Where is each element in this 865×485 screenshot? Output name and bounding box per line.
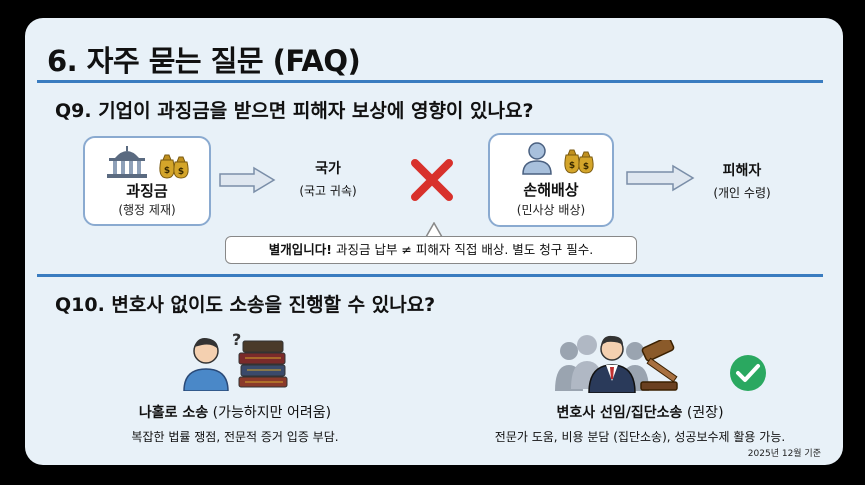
q9-question: Q9. 기업이 과징금을 받으면 피해자 보상에 영향이 있나요? — [55, 100, 534, 122]
lawyer-desc: 전문가 도움, 비용 분담 (집단소송), 성공보수제 활용 가능. — [494, 430, 786, 444]
self-litigation-block: 나홀로 소송 (가능하지만 어려움) 복잡한 법률 쟁점, 전문적 증거 입증 … — [85, 402, 385, 445]
lawyer-icon — [588, 335, 636, 393]
money-bag-icon: $ $ — [159, 154, 189, 179]
arrow-right-icon — [219, 166, 276, 194]
svg-text:?: ? — [232, 331, 241, 349]
lawyer-block: 변호사 선임/집단소송 (권장) 전문가 도움, 비용 분담 (집단소송), 성… — [445, 402, 835, 445]
q10-question: Q10. 변호사 없이도 소송을 진행할 수 있나요? — [55, 294, 436, 316]
state-label: 국가 — [315, 161, 341, 177]
title-divider — [37, 80, 823, 83]
victim-sub: (개인 수령) — [713, 186, 771, 200]
arrow-right-icon — [626, 164, 695, 192]
penalty-label: 과징금 — [126, 182, 168, 200]
callout-emphasis: 별개입니다! — [268, 242, 332, 257]
victim-text: 피해자 (개인 수령) — [697, 160, 787, 201]
svg-text:$: $ — [164, 166, 170, 176]
lawyer-title-row: 변호사 선임/집단소송 (권장) — [445, 402, 835, 422]
check-circle-icon — [730, 355, 766, 391]
damages-box: $ $ 손해배상 (민사상 배상) — [488, 133, 614, 227]
government-building-icon — [107, 146, 147, 178]
self-litigation-title: 나홀로 소송 — [138, 405, 209, 421]
penalty-sub: (행정 제재) — [118, 203, 176, 217]
damages-sub: (민사상 배상) — [516, 203, 586, 217]
gavel-icon — [640, 340, 678, 391]
state-text: 국가 (국고 귀속) — [283, 158, 373, 199]
self-litigation-note: (가능하지만 어려움) — [208, 405, 332, 421]
svg-text:$: $ — [178, 167, 184, 177]
damages-label: 손해배상 — [523, 181, 579, 199]
x-mark-icon — [411, 159, 453, 201]
penalty-box: $ $ 과징금 (행정 제재) — [83, 136, 211, 226]
callout-pointer — [425, 222, 443, 238]
money-bag-icon: $ $ — [564, 149, 594, 174]
confused-person-icon: ? — [183, 331, 241, 391]
lawyer-note: (권장) — [682, 405, 724, 421]
self-litigation-desc: 복잡한 법률 쟁점, 전문적 증거 입증 부담. — [131, 430, 339, 444]
footer-date: 2025년 12월 기준 — [747, 449, 821, 459]
lawyer-title: 변호사 선임/집단소송 — [556, 405, 683, 421]
person-icon — [522, 142, 552, 175]
books-icon — [238, 340, 288, 388]
faq-slide: 6. 자주 묻는 질문 (FAQ) Q9. 기업이 과징금을 받으면 피해자 보… — [25, 18, 843, 465]
victim-label: 피해자 — [722, 163, 762, 179]
page-title: 6. 자주 묻는 질문 (FAQ) — [47, 44, 361, 78]
callout-text: 과징금 납부 ≠ 피해자 직접 배상. 별도 청구 필수. — [332, 242, 594, 257]
section-divider — [37, 274, 823, 277]
svg-text:$: $ — [583, 162, 589, 172]
state-sub: (국고 귀속) — [299, 184, 357, 198]
svg-text:$: $ — [569, 161, 575, 171]
self-litigation-title-row: 나홀로 소송 (가능하지만 어려움) — [85, 402, 385, 422]
separate-claim-callout: 별개입니다! 과징금 납부 ≠ 피해자 직접 배상. 별도 청구 필수. — [225, 236, 637, 264]
